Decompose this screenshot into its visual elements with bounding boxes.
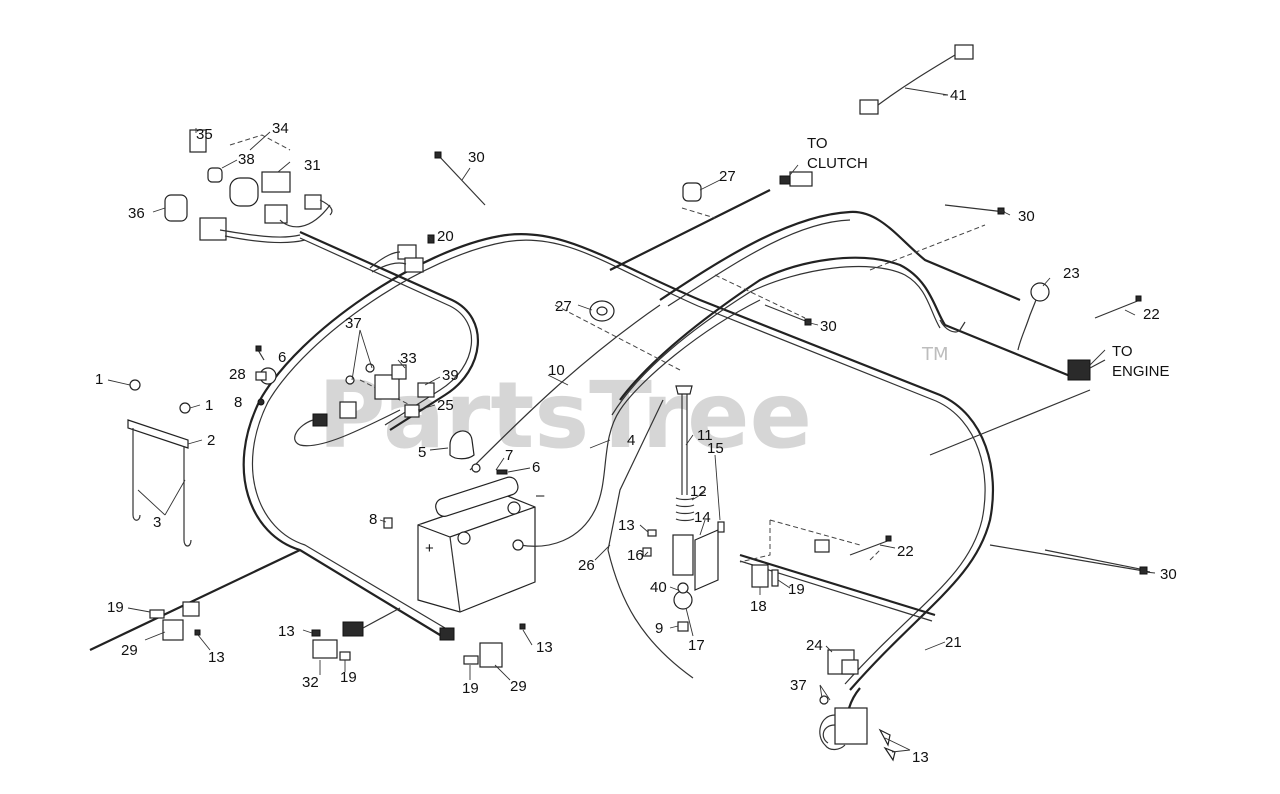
watermark-trademark: TM — [921, 344, 949, 365]
callout-13: 13 — [618, 517, 635, 534]
callout-30: 30 — [1160, 566, 1177, 583]
clamp-28 — [255, 345, 277, 406]
relay-20 — [369, 234, 435, 273]
tie-strap-30 — [434, 151, 1148, 575]
callout-9: 9 — [655, 620, 663, 637]
callout-17: 17 — [688, 637, 705, 654]
to-clutch-label-line1: TO — [807, 135, 828, 152]
callout-3: 3 — [153, 514, 161, 531]
callout-1: 1 — [205, 397, 213, 414]
callout-38: 38 — [238, 151, 255, 168]
callout-22: 22 — [1143, 306, 1160, 323]
switch-29-right — [439, 623, 526, 668]
callout-18: 18 — [750, 598, 767, 615]
callout-2: 2 — [207, 432, 215, 449]
callout-22: 22 — [897, 543, 914, 560]
callout-41: 41 — [950, 87, 967, 104]
bulb-23 — [1017, 282, 1050, 351]
callout-26: 26 — [578, 557, 595, 574]
to-engine-label-line1: TO — [1112, 343, 1133, 360]
switch-18 — [751, 564, 779, 588]
engine-connector — [1067, 359, 1106, 381]
callout-6: 6 — [278, 349, 286, 366]
boot-5 — [449, 430, 475, 460]
callout-12: 12 — [690, 483, 707, 500]
callout-35: 35 — [196, 126, 213, 143]
to-engine-label-line2: ENGINE — [1112, 363, 1170, 380]
callout-29: 29 — [510, 678, 527, 695]
callout-30: 30 — [468, 149, 485, 166]
switch-33-harness — [294, 363, 435, 447]
callout-19: 19 — [788, 581, 805, 598]
callout-40: 40 — [650, 579, 667, 596]
callout-29: 29 — [121, 642, 138, 659]
callout-16: 16 — [627, 547, 644, 564]
callout-21: 21 — [945, 634, 962, 651]
callout-28: 28 — [229, 366, 246, 383]
battery-minus-sign: – — [536, 487, 545, 504]
callout-13: 13 — [912, 749, 929, 766]
grommet-27 — [589, 182, 702, 322]
module-37 — [819, 695, 896, 762]
callout-7: 7 — [505, 447, 513, 464]
switch-29-left — [149, 601, 201, 641]
battery: + – — [383, 476, 545, 613]
callout-14: 14 — [694, 509, 711, 526]
callout-25: 25 — [437, 397, 454, 414]
callout-8: 8 — [369, 511, 377, 528]
connector-22 — [814, 539, 830, 553]
callout-30: 30 — [820, 318, 837, 335]
destination-notes: TO CLUTCH TO ENGINE — [807, 135, 1170, 380]
callout-31: 31 — [304, 157, 321, 174]
callout-24: 24 — [806, 637, 823, 654]
callout-30: 30 — [1018, 208, 1035, 225]
switch-cluster — [164, 129, 333, 244]
callout-19: 19 — [107, 599, 124, 616]
tie-strap-22 — [849, 295, 1142, 556]
callout-27: 27 — [555, 298, 572, 315]
bracket-assembly — [127, 379, 192, 547]
callout-5: 5 — [418, 444, 426, 461]
relay-24 — [827, 649, 859, 675]
callout-13: 13 — [278, 623, 295, 640]
jumper-harness-41 — [859, 44, 974, 115]
callout-8: 8 — [234, 394, 242, 411]
callout-11: 11 — [697, 427, 713, 444]
callout-36: 36 — [128, 205, 145, 222]
callout-15: 15 — [707, 440, 724, 457]
to-clutch-label-line2: CLUTCH — [807, 155, 868, 172]
callout-33: 33 — [400, 350, 417, 367]
callout-6: 6 — [532, 459, 540, 476]
callout-32: 32 — [302, 674, 319, 691]
callout-39: 39 — [442, 367, 459, 384]
callout-4: 4 — [627, 432, 635, 449]
callout-leaders — [107, 94, 1156, 753]
switch-32 — [311, 607, 401, 661]
battery-plus-sign: + — [425, 540, 434, 557]
callout-34: 34 — [272, 120, 289, 137]
clutch-connector — [779, 171, 813, 187]
callout-13: 13 — [536, 639, 553, 656]
spring-post-assembly — [607, 385, 725, 679]
callout-20: 20 — [437, 228, 454, 245]
callout-23: 23 — [1063, 265, 1080, 282]
callout-19: 19 — [462, 680, 479, 697]
callout-labels: 41 30 27 30 23 22 30 27 34 35 38 31 36 2… — [95, 87, 1177, 766]
dashed-leaders — [229, 134, 986, 563]
ring-terminal — [939, 319, 966, 333]
callout-27: 27 — [719, 168, 736, 185]
callout-13: 13 — [208, 649, 225, 666]
callout-37: 37 — [790, 677, 807, 694]
callout-37: 37 — [345, 315, 362, 332]
callout-10: 10 — [548, 362, 565, 379]
callout-19: 19 — [340, 669, 357, 686]
callout-1: 1 — [95, 371, 103, 388]
